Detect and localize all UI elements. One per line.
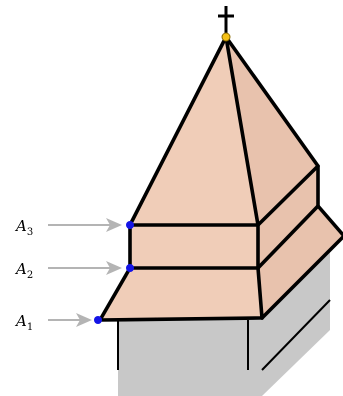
roof-band-side (258, 166, 318, 268)
label-a3: A3 (14, 217, 33, 238)
spire-edges (98, 35, 343, 322)
pyramid-front-face (130, 37, 258, 225)
roof-skirt-front (100, 268, 262, 320)
point-a1 (94, 316, 102, 324)
pyramid-side-face (226, 37, 318, 225)
point-a3 (126, 221, 134, 229)
label-a1: A1 (14, 312, 33, 333)
apex-point (221, 32, 231, 42)
point-a2 (126, 264, 134, 272)
base-wall-front (118, 320, 262, 396)
cross-icon (218, 6, 234, 34)
wall-side-edge (261, 299, 331, 371)
arrow-a1 (48, 313, 92, 327)
arrow-a3 (48, 218, 122, 232)
roof-skirt-side (258, 206, 343, 318)
arrow-a2 (48, 261, 122, 275)
label-a2: A2 (14, 260, 33, 281)
base-wall-side (262, 250, 330, 396)
roof-band-front (130, 225, 258, 268)
